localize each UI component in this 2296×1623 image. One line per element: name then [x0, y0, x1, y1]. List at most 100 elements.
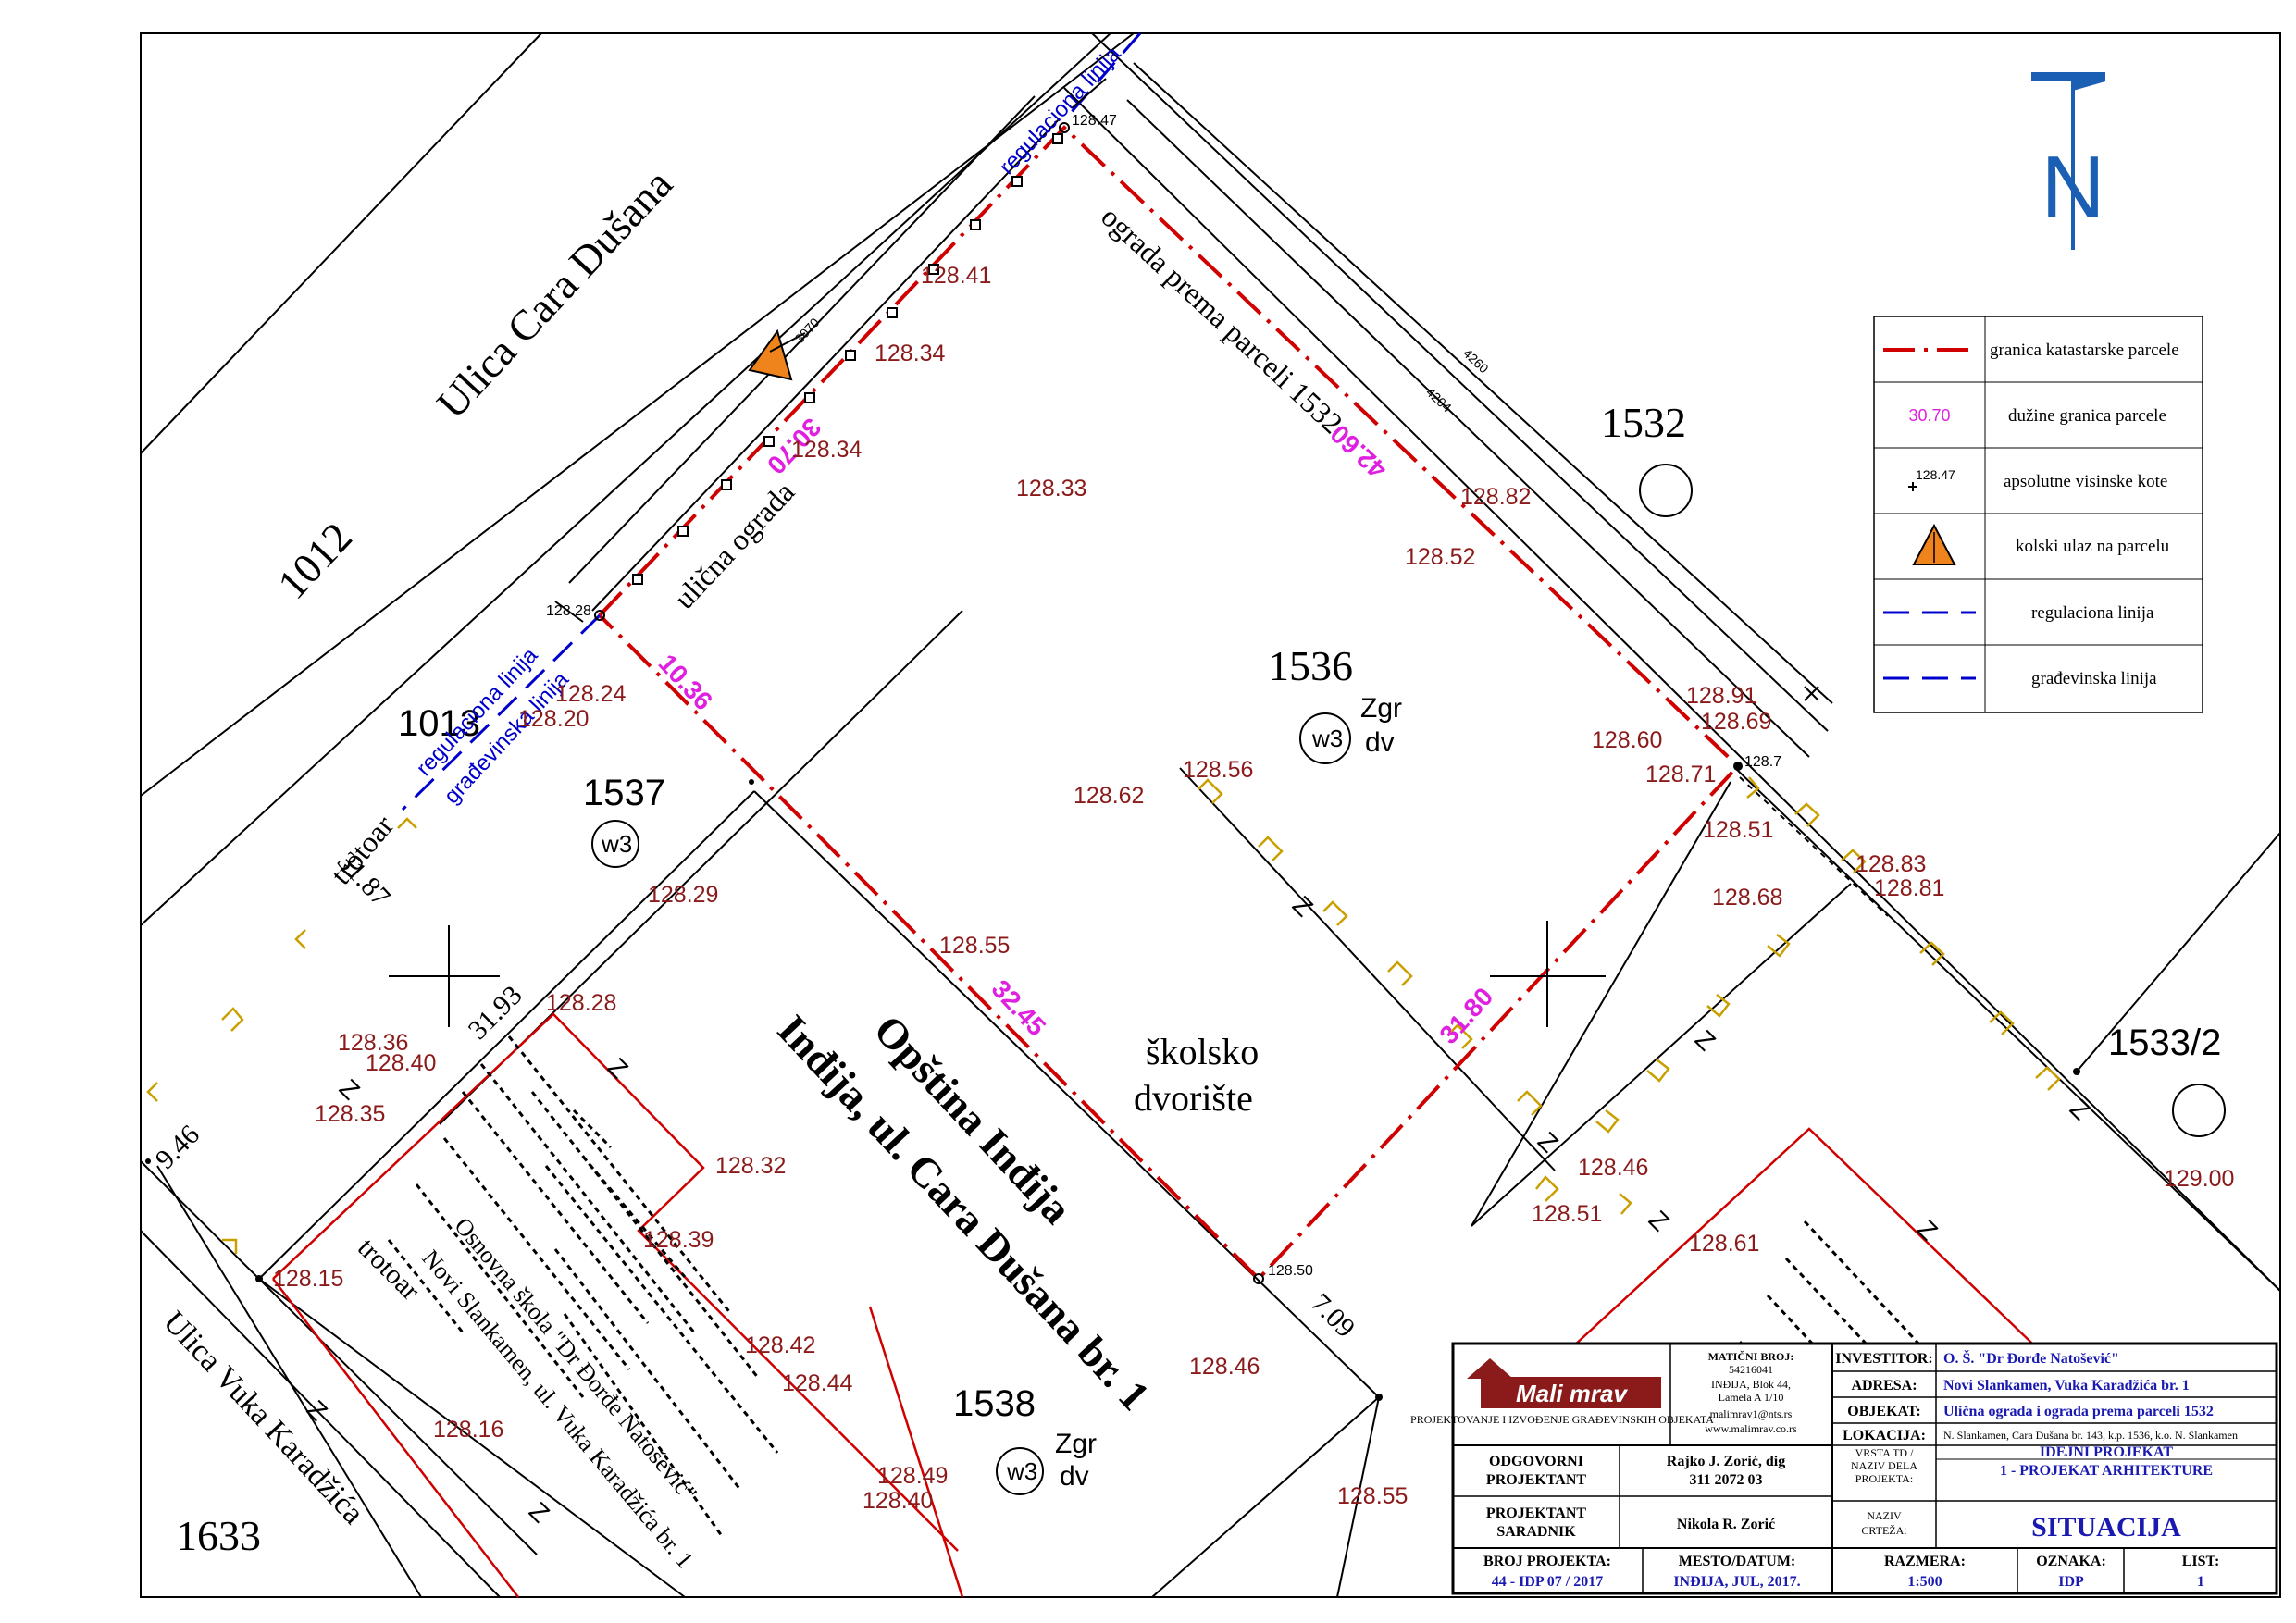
legend-label-1: granica katastarske parcele	[1990, 341, 2179, 360]
svg-text:128.69: 128.69	[1701, 709, 1771, 735]
drawing-frame	[140, 32, 2281, 1598]
svg-text:128.61: 128.61	[1689, 1231, 1759, 1257]
svg-text:LIST:: LIST:	[2182, 1554, 2220, 1569]
legend-sample-elevation: 128.47	[1916, 467, 1955, 482]
svg-text:128.52: 128.52	[1405, 544, 1475, 570]
svg-text:Ulična ograda i ograda prema p: Ulična ograda i ograda prema parceli 153…	[1943, 1404, 2214, 1419]
svg-text:128.20: 128.20	[518, 706, 589, 732]
survey-points	[145, 122, 2080, 1401]
svg-text:128.16: 128.16	[433, 1417, 503, 1443]
svg-text:LOKACIJA:: LOKACIJA:	[1843, 1428, 1926, 1443]
svg-text:RAZMERA:: RAZMERA:	[1884, 1554, 1966, 1569]
svg-text:Rajko J. Zorić, dig: Rajko J. Zorić, dig	[1667, 1454, 1785, 1469]
svg-text:128.55: 128.55	[939, 933, 1010, 959]
svg-text:Z: Z	[1690, 1024, 1721, 1056]
svg-text:128.29: 128.29	[648, 882, 718, 908]
dim-3070: 3070	[791, 315, 822, 346]
legend-elevation-swatch	[1908, 482, 1917, 491]
svg-text:ODGOVORNI: ODGOVORNI	[1489, 1454, 1583, 1469]
svg-text:128.28: 128.28	[546, 603, 591, 619]
marker-w3-1538: w3	[1006, 1457, 1037, 1485]
crosshairs	[389, 921, 1606, 1027]
svg-text:Z: Z	[2065, 1094, 2096, 1125]
label-street-fence: ulična ograda	[667, 476, 800, 615]
svg-text:128.49: 128.49	[877, 1463, 948, 1489]
legend-label-6: građevinska linija	[2031, 669, 2157, 688]
parcel-1013: 1013	[398, 703, 480, 744]
length-31-80: 31.80	[1433, 982, 1498, 1049]
svg-text:128.7: 128.7	[1744, 754, 1781, 770]
label-regulation-line-top: regulaciona linija	[995, 41, 1126, 180]
svg-text:54216041: 54216041	[1729, 1363, 1773, 1376]
svg-text:O. Š. "Dr Đorđe Natošević": O. Š. "Dr Đorđe Natošević"	[1943, 1349, 2119, 1367]
svg-text:128.47: 128.47	[1072, 113, 1117, 129]
svg-text:PROJEKTANT: PROJEKTANT	[1486, 1472, 1586, 1488]
svg-text:129.00: 129.00	[2164, 1166, 2234, 1192]
svg-text:malimrav1@nts.rs: malimrav1@nts.rs	[1710, 1407, 1793, 1420]
svg-text:128.46: 128.46	[1189, 1354, 1260, 1380]
parcel-1633: 1633	[176, 1512, 261, 1559]
svg-text:128.71: 128.71	[1645, 762, 1716, 787]
company-logo: Mali mrav	[1467, 1358, 1661, 1408]
svg-text:128.34: 128.34	[791, 437, 863, 463]
legend-label-4: kolski ulaz na parcelu	[2016, 537, 2170, 556]
sidewalk-label-2: trotoar	[352, 1233, 426, 1307]
svg-text:PROJEKTANT: PROJEKTANT	[1486, 1505, 1586, 1521]
svg-text:128.91: 128.91	[1686, 683, 1756, 709]
svg-text:MATIČNI BROJ:: MATIČNI BROJ:	[1708, 1350, 1794, 1363]
hatched-building-1538	[387, 1035, 779, 1537]
parcel-black-lines	[258, 610, 1852, 1598]
svg-text:128.62: 128.62	[1074, 783, 1144, 809]
street-name-cara-dusana: Ulica Cara Dušana	[428, 160, 681, 427]
parcel-1536: 1536	[1268, 642, 1353, 689]
parcel-1532: 1532	[1601, 399, 1686, 446]
parcel-1532-lines	[1063, 32, 2281, 1292]
dim-4260: 4260	[1460, 345, 1492, 376]
svg-text:128.81: 128.81	[1874, 875, 1944, 901]
svg-text:128.51: 128.51	[1532, 1201, 1602, 1227]
regulation-lines	[401, 32, 1142, 812]
dim-31-93: 31.93	[463, 980, 528, 1046]
svg-text:44 - IDP 07 / 2017: 44 - IDP 07 / 2017	[1492, 1574, 1603, 1590]
svg-text:INĐIJA, Blok 44,: INĐIJA, Blok 44,	[1711, 1378, 1791, 1391]
building-outlines	[272, 1012, 2055, 1598]
svg-text:128.15: 128.15	[273, 1266, 343, 1292]
label-opstina-2: Inđija, ul. Cara Dušana br. 1	[769, 1006, 1159, 1419]
legend-label-3: apsolutne visinske kote	[2004, 472, 2167, 491]
svg-text:ADRESA:: ADRESA:	[1851, 1378, 1917, 1394]
svg-text:Z: Z	[602, 1052, 634, 1084]
parcel-1533-2: 1533/2	[2108, 1022, 2221, 1063]
legend: granica katastarske parcele 30.70 dužine…	[1873, 316, 2203, 713]
svg-text:128.28: 128.28	[546, 990, 616, 1016]
label-school-2: Novi Slankamen, ul. Vuka Karadžića br. 1	[416, 1245, 698, 1573]
svg-text:128.44: 128.44	[782, 1370, 853, 1396]
svg-text:OZNAKA:: OZNAKA:	[2036, 1554, 2106, 1569]
svg-text:Z: Z	[524, 1496, 555, 1528]
svg-text:PROJEKTA:: PROJEKTA:	[1855, 1472, 1913, 1485]
svg-text:1 - PROJEKAT ARHITEKTURE: 1 - PROJEKAT ARHITEKTURE	[2000, 1463, 2213, 1479]
svg-text:Novi Slankamen, Vuka Karadžića: Novi Slankamen, Vuka Karadžića br. 1	[1943, 1378, 2190, 1394]
svg-text:MESTO/DATUM:: MESTO/DATUM:	[1679, 1554, 1796, 1569]
gate-markers	[146, 776, 2061, 1254]
svg-text:N. Slankamen, Cara Dušana br.: N. Slankamen, Cara Dušana br. 143, k.p. …	[1943, 1429, 2238, 1442]
parcel-1538: 1538	[953, 1383, 1036, 1424]
marker-dv-1536: dv	[1365, 727, 1395, 758]
title-block: Mali mrav PROJEKTOVANJE I IZVOĐENJE GRAĐ…	[1410, 1342, 2278, 1595]
svg-text:Lamela A 1/10: Lamela A 1/10	[1719, 1391, 1784, 1404]
elevation-labels: 128.47 128.41 128.34 128.34 128.33 128.8…	[273, 113, 2234, 1514]
parcel-1537: 1537	[583, 773, 665, 813]
marker-zgr-1538: Zgr	[1055, 1429, 1097, 1459]
label-fence-to-1532: ograda prema parceli 1532	[1095, 200, 1349, 440]
length-32-45: 32.45	[987, 974, 1051, 1041]
svg-text:SARADNIK: SARADNIK	[1496, 1524, 1576, 1540]
svg-text:www.malimrav.co.rs: www.malimrav.co.rs	[1705, 1422, 1797, 1435]
drawing-title: SITUACIJA	[2031, 1512, 2181, 1542]
street-cara-dusana-lines	[140, 32, 1135, 926]
svg-text:Z: Z	[1912, 1214, 1943, 1245]
round-markers	[591, 464, 2226, 1495]
svg-text:128.51: 128.51	[1703, 817, 1773, 843]
svg-text:128.36: 128.36	[338, 1030, 408, 1056]
svg-text:128.46: 128.46	[1578, 1155, 1648, 1181]
svg-text:128.32: 128.32	[715, 1153, 786, 1179]
company-subtitle: PROJEKTOVANJE I IZVOĐENJE GRAĐEVINSKIH O…	[1410, 1413, 1714, 1426]
